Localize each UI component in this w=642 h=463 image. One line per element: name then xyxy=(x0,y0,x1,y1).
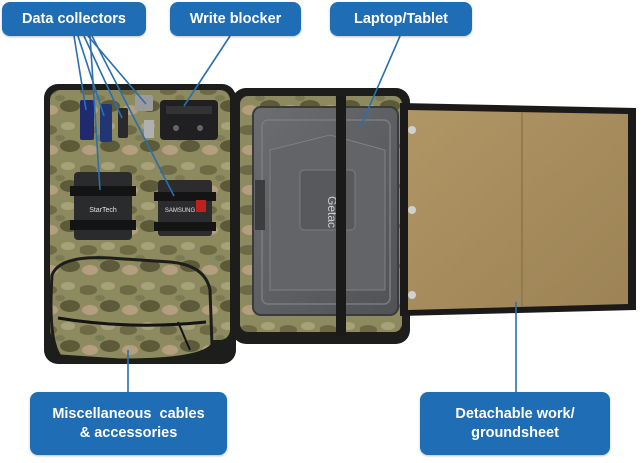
callout-text: Write blocker xyxy=(189,10,282,27)
groundsheet xyxy=(400,103,636,316)
startech-label: StarTech xyxy=(89,207,117,214)
write-blocker xyxy=(160,100,218,140)
callout-text: Data collectors xyxy=(22,10,126,27)
callout-text: Laptop/Tablet xyxy=(354,10,448,27)
laptop-strap xyxy=(336,96,346,336)
callout-text-line2: groundsheet xyxy=(471,424,559,441)
callout-groundsheet: Detachable work/ groundsheet xyxy=(420,392,610,455)
callout-text-line1: Detachable work/ xyxy=(455,406,575,423)
leader-lines xyxy=(73,35,517,392)
callout-data-collectors: Data collectors xyxy=(2,2,146,36)
callout-write-blocker: Write blocker xyxy=(170,2,301,36)
laptop-brand-text: Getac xyxy=(325,196,339,228)
callout-text-line2: & accessories xyxy=(79,424,178,441)
laptop-tablet: Getac xyxy=(252,106,399,316)
callout-laptop-tablet: Laptop/Tablet xyxy=(330,2,472,36)
accessory-pouch xyxy=(49,256,214,362)
data-collector-samsung: SAMSUNG xyxy=(154,180,216,236)
samsung-label: SAMSUNG xyxy=(165,208,196,214)
callout-text-line1: Miscellaneous cables xyxy=(52,406,205,423)
callout-misc-cables: Miscellaneous cables & accessories xyxy=(30,392,227,455)
data-collector-startech: StarTech xyxy=(70,172,136,240)
